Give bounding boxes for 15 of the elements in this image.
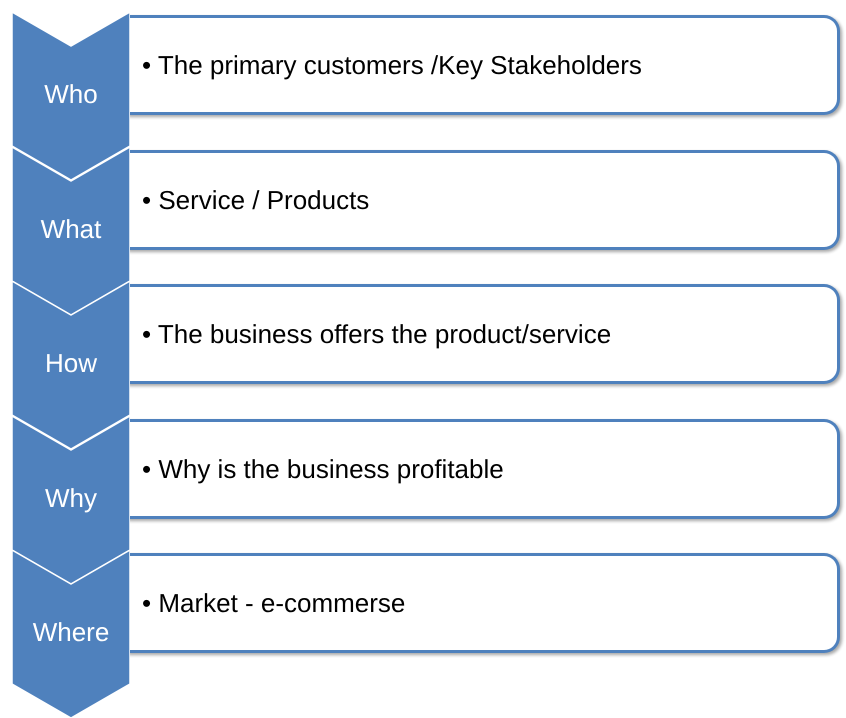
bullet-item: • Service / Products	[142, 184, 370, 216]
chevron-label: Why	[44, 482, 98, 514]
chevron-shape	[12, 281, 130, 449]
chevron-shape	[12, 146, 130, 314]
chevron-label: What	[40, 212, 102, 244]
chevron-shape	[12, 550, 130, 718]
bullet-item: • Market - e-commerse	[142, 587, 406, 619]
chevron-label: Where	[32, 616, 110, 648]
bullet-item: • The primary customers /Key Stakeholders	[142, 49, 642, 81]
chevron-shape	[12, 416, 130, 584]
chevron-shape	[12, 12, 130, 180]
chevron-label: How	[44, 347, 98, 379]
bullet-item: • The business offers the product/service	[142, 318, 612, 350]
chevron-label: Who	[43, 78, 99, 110]
bullet-item: • Why is the business profitable	[142, 452, 504, 484]
